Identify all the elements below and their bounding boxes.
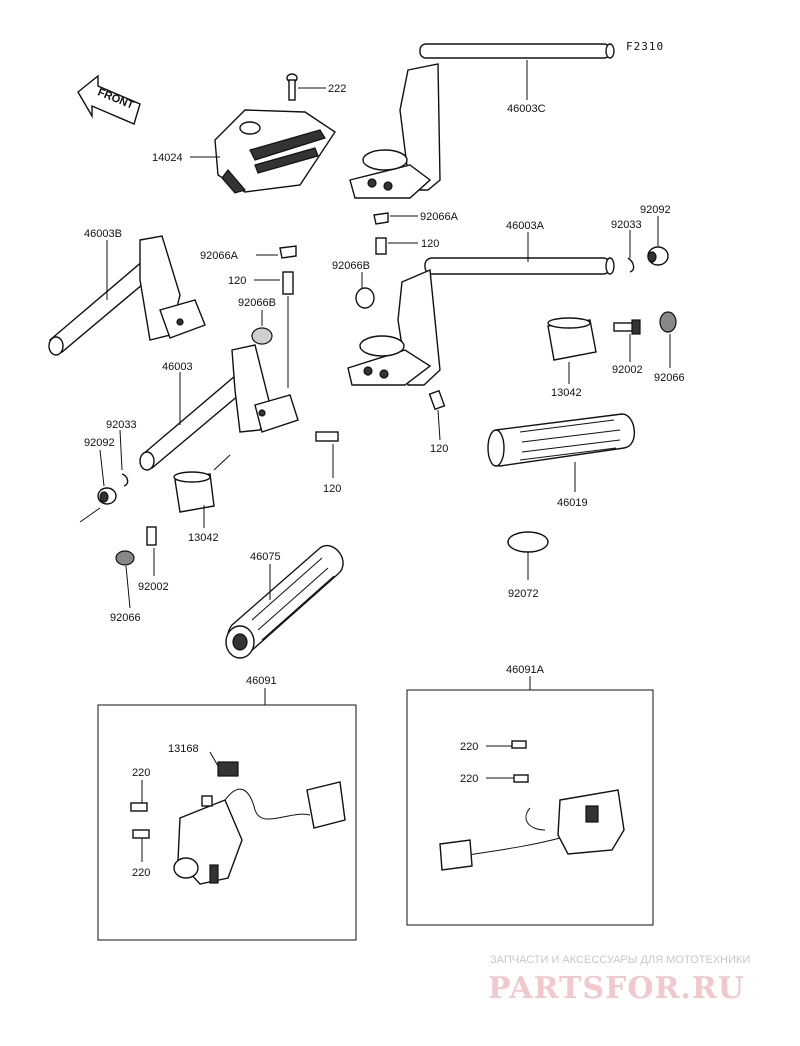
- cap-92092-left: [97, 487, 117, 505]
- bolt-120-left: [282, 271, 294, 295]
- label-120-lower-left: 120: [323, 483, 341, 495]
- handlebar-46003: [139, 344, 299, 471]
- screw-220-a: [130, 802, 148, 812]
- cap-92066-left: [115, 550, 135, 566]
- screw-220-b: [132, 829, 150, 839]
- label-13042-left: 13042: [188, 532, 219, 544]
- screw-220-c: [511, 740, 527, 749]
- bolt-120-lower-left: [315, 431, 339, 442]
- label-46075: 46075: [250, 551, 281, 563]
- clip-92072: [507, 531, 549, 553]
- handlebar-46003C: [349, 43, 615, 199]
- weight-13042-right: [547, 317, 597, 361]
- bolt-120-top: [375, 237, 387, 255]
- screw-92002-left: [146, 526, 157, 546]
- cap-92066-right: [659, 311, 677, 333]
- label-92066A-top: 92066A: [420, 211, 459, 223]
- grip-46019: [487, 413, 635, 467]
- label-120-lower-right: 120: [430, 443, 448, 455]
- label-220-d: 220: [460, 773, 478, 785]
- label-92033-left: 92033: [106, 419, 137, 431]
- cap-92066A-left: [279, 245, 297, 259]
- label-92092-right: 92092: [640, 204, 671, 216]
- handlebar-46003B: [48, 235, 206, 356]
- label-120-left: 120: [228, 275, 246, 287]
- label-46091: 46091: [246, 675, 277, 687]
- cap-92092-right: [647, 246, 669, 266]
- grip-46075: [225, 545, 344, 659]
- label-46091A: 46091A: [506, 664, 545, 676]
- clip-92033-right: [627, 257, 635, 273]
- label-46003B: 46003B: [84, 228, 122, 240]
- label-46003: 46003: [162, 361, 193, 373]
- weight-13042-left: [173, 471, 215, 513]
- switch-46091A: [439, 789, 625, 871]
- bolt-120-lower-right: [428, 389, 446, 411]
- label-92066A-left: 92066A: [200, 250, 239, 262]
- label-220-a: 220: [132, 767, 150, 779]
- label-120-top: 120: [421, 238, 439, 250]
- cap-92066B-right: [355, 287, 375, 309]
- bolt-13168: [201, 795, 213, 807]
- label-220-c: 220: [460, 741, 478, 753]
- leader-lines: [79, 60, 671, 862]
- label-92066-left: 92066: [110, 612, 141, 624]
- label-92066B-left: 92066B: [238, 297, 276, 309]
- handlebar-46003A: [347, 257, 615, 386]
- watermark-tagline: ЗАПЧАСТИ И АКСЕССУАРЫ ДЛЯ МОТОТЕХНИКИ: [490, 954, 750, 966]
- switch-box-46091: [97, 704, 357, 941]
- switch-46091: [173, 761, 346, 885]
- label-46003A: 46003A: [506, 220, 545, 232]
- clip-92033-left: [121, 473, 129, 487]
- label-222: 222: [328, 83, 346, 95]
- screw-220-d: [513, 774, 529, 783]
- screw-92002-right: [613, 319, 641, 335]
- label-92072: 92072: [508, 588, 539, 600]
- top-cover-14024: [214, 109, 336, 194]
- label-92002-left: 92002: [138, 581, 169, 593]
- label-92066B-right: 92066B: [332, 260, 370, 272]
- label-13042-right: 13042: [551, 387, 582, 399]
- cap-92066B-left: [251, 327, 273, 345]
- label-92066-right: 92066: [654, 372, 685, 384]
- front-arrow-icon: FRONT: [77, 74, 141, 125]
- label-13168: 13168: [168, 743, 199, 755]
- label-92033-right: 92033: [611, 219, 642, 231]
- watermark-logo: PARTSFOR.RU: [488, 971, 745, 1006]
- label-220-b: 220: [132, 867, 150, 879]
- diagram-code: F2310: [626, 40, 664, 53]
- label-92092-left: 92092: [84, 437, 115, 449]
- label-14024: 14024: [152, 152, 183, 164]
- cap-92066A-top: [373, 212, 389, 225]
- label-46019: 46019: [557, 497, 588, 509]
- label-92002-right: 92002: [612, 364, 643, 376]
- label-46003C: 46003C: [507, 103, 546, 115]
- bolt-222: [286, 73, 298, 101]
